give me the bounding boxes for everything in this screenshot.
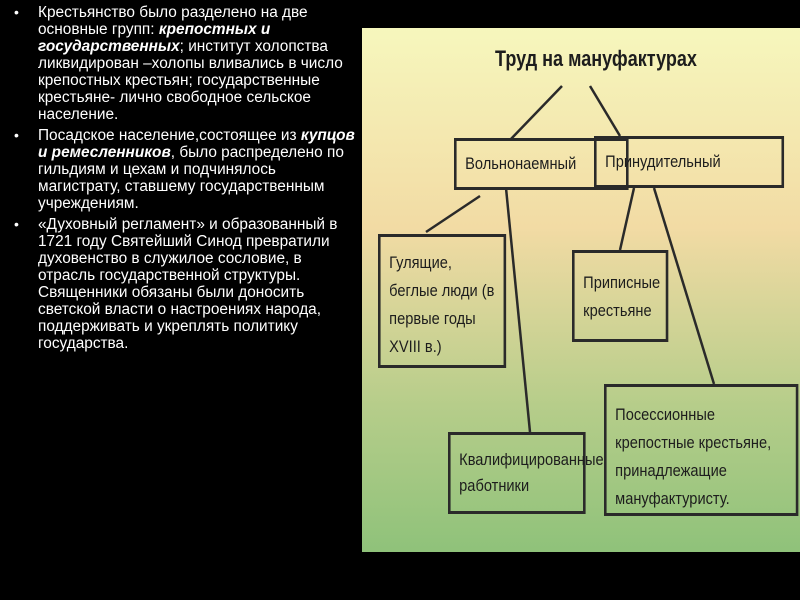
skilled-workers-label: Квалифицированные работники [459,450,604,495]
diagram-title: Труд на мануфактурах [495,46,697,71]
bullet-text: Крестьянство было разделено на две основ… [38,4,308,38]
bullet-dot-icon: • [14,216,19,232]
hired-labor-label: Вольнонаемный [465,154,577,173]
bullet-text: Посадское население,состоящее из [38,127,301,144]
vagrants-label: Гулящие, беглые люди (в первые годы XVII… [389,253,495,356]
connector-title-hired [509,85,563,141]
ascribed-peasants-box: Приписные крестьяне [572,250,669,342]
bullet-text: ; институт холопства ликвидирован –холоп… [38,38,343,123]
bullet-text: , было распределено по гильдиям и цехам … [38,144,344,212]
connector-forced-ascribed [618,187,636,251]
text-panel: • Крестьянство было разделено на две осно… [12,4,362,356]
connector-title-forced [588,85,622,137]
forced-labor-label: Принудительный [605,152,721,171]
emphasized-text: купцов и ремесленников [38,127,355,161]
skilled-workers-box: Квалифицированные работники [448,432,604,514]
bullet-dot-icon: • [14,4,19,20]
vagrants-box: Гулящие, беглые люди (в первые годы XVII… [378,234,507,368]
bullet-item: • Посадское население,состоящее из купцов… [12,127,362,212]
bullet-item: • «Духовный регламент» и образованный в 1… [12,216,362,352]
connector-hired-vagrants [425,194,481,234]
bullet-text: «Духовный регламент» и образованный в 17… [38,216,338,352]
emphasized-text: крепостных и государственных [38,21,271,55]
connector-hired-skilled [504,187,532,433]
possessional-peasants-label: Посессионные крепостные крестьяне, прина… [615,405,772,508]
hired-labor-box: Вольнонаемный [454,138,629,190]
ascribed-peasants-label: Приписные крестьяне [583,273,661,320]
diagram-panel: Труд на мануфактурах Вольнонаемный Прину… [362,28,800,552]
bullet-dot-icon: • [14,127,19,143]
bullet-item: • Крестьянство было разделено на две осно… [12,4,362,123]
connector-forced-possessional [652,187,716,385]
forced-labor-box: Принудительный [594,136,785,188]
diagram-connectors [425,85,716,433]
possessional-peasants-box: Посессионные крепостные крестьяне, прина… [604,384,799,516]
